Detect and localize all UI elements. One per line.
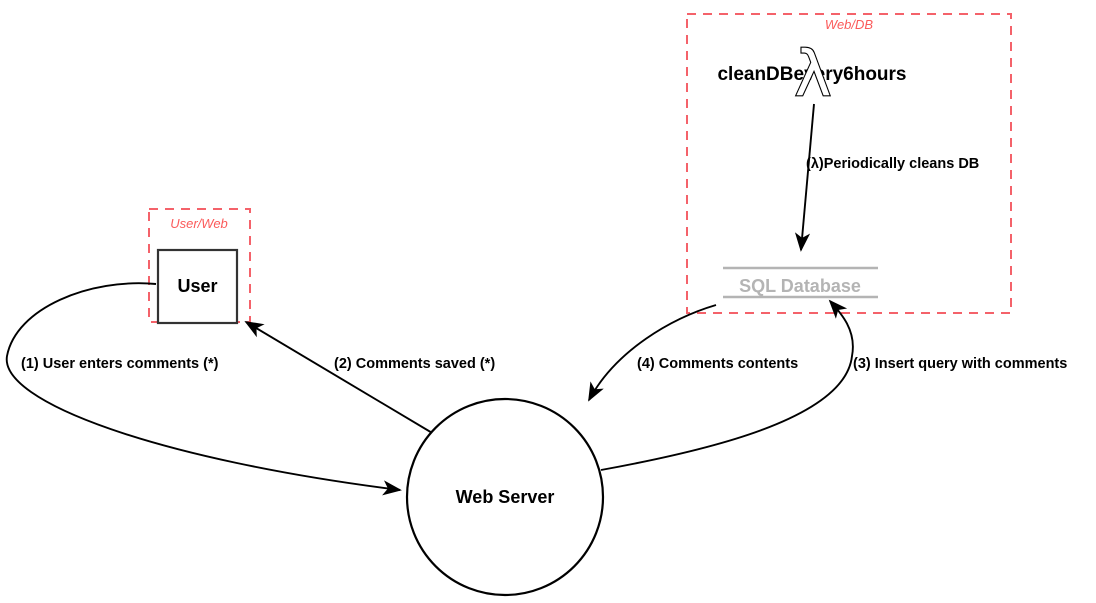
edge-flow-3-path [600,299,854,471]
edge-flow-2: (2) Comments saved (*) [244,321,495,441]
lambda-icon: λ [795,37,832,110]
trust-boundary-web-db: Web/DB [686,13,1012,314]
trust-boundary-web-db-rect [686,13,1012,314]
edge-flow-3: (3) Insert query with comments [600,299,1067,471]
node-user-rect[interactable] [156,248,239,325]
edge-flow-1: (1) User enters comments (*) [5,282,402,496]
edge-flow-lambda-path [794,103,815,252]
edge-flow-1-label: (1) User enters comments (*) [21,356,219,372]
edge-flow-4: (4) Comments contents [588,304,798,402]
edge-flow-3-label: (3) Insert query with comments [853,356,1067,372]
edge-flow-2-label: (2) Comments saved (*) [334,356,495,372]
node-user-label: User [177,276,217,296]
node-clean-db-job[interactable]: cleanDBevery6hours λ [717,36,906,111]
node-sql-database-label: SQL Database [739,276,861,296]
node-web-server-circle[interactable] [405,397,605,597]
trust-boundary-web-db-label: Web/DB [825,17,873,32]
edge-flow-4-label: (4) Comments contents [637,356,798,372]
edge-flow-lambda: (λ)Periodically cleans DB [794,103,979,252]
edge-flow-lambda-label: (λ)Periodically cleans DB [806,156,979,172]
node-user[interactable]: User [156,248,239,325]
edge-flow-2-path [244,321,445,441]
edge-flow-1-path [5,282,402,496]
node-clean-db-job-label: cleanDBevery6hours [717,64,906,85]
trust-boundary-user-web-label: User/Web [170,216,228,231]
node-web-server-label: Web Server [456,487,555,507]
node-sql-database[interactable]: SQL Database [723,266,878,299]
node-web-server[interactable]: Web Server [405,397,605,597]
edge-flow-4-path [588,304,717,402]
